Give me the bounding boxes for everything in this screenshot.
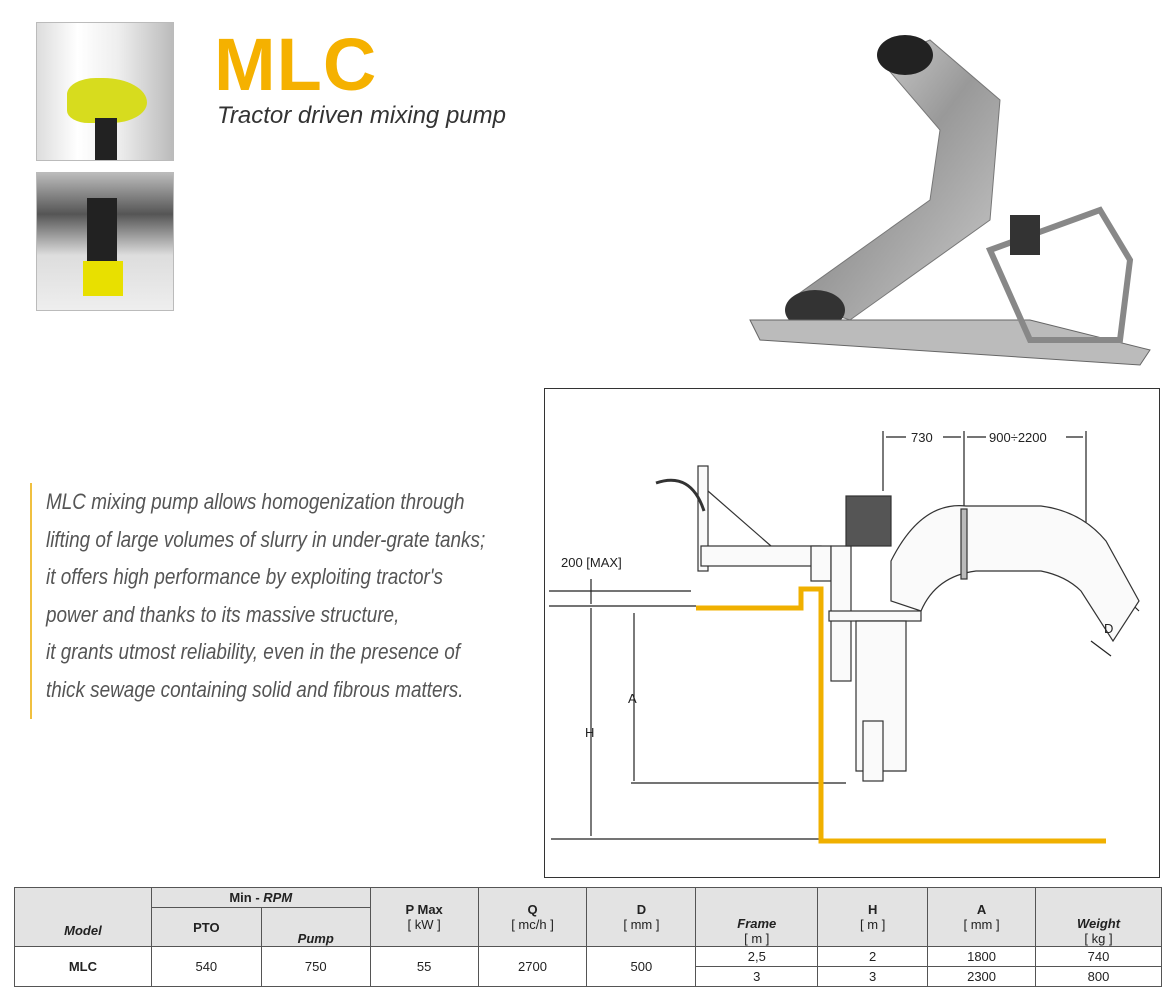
dim-d-label: D: [1104, 621, 1113, 636]
col-a: A[ mm ]: [927, 887, 1037, 947]
dim-a-label: A: [628, 691, 637, 706]
d-unit: [ mm ]: [623, 917, 660, 932]
col-pto: PTO: [150, 907, 262, 947]
col-h: H[ m ]: [817, 887, 929, 947]
description-line: thick sewage containing solid and fibrou…: [46, 676, 464, 702]
dim-730-label: 730: [911, 430, 933, 445]
page-title: MLC: [214, 23, 378, 106]
frame-unit: [ m ]: [744, 931, 770, 946]
cell-weight: 800: [1035, 966, 1162, 987]
dim-200-label: 200 [MAX]: [561, 555, 622, 570]
cell-q: 2700: [477, 946, 588, 987]
product-description: MLC mixing pump allows homogenization th…: [30, 483, 557, 719]
table-row: MLC 540 750 55 2700 500 2,5 2 1800 740: [14, 946, 1162, 987]
cell-h: 2: [817, 946, 929, 967]
cell-pmax: 55: [369, 946, 479, 987]
machine-drawing: [655, 465, 1140, 782]
tank-wall-line: [696, 586, 1106, 844]
cell-model: MLC: [14, 946, 152, 987]
col-q: Q[ mc/h ]: [477, 887, 588, 947]
dimension-diagram: 200 [MAX] 730 900÷2200 A H D: [544, 388, 1160, 878]
d-label: D: [636, 902, 647, 917]
cell-frame: 2,5: [695, 946, 819, 967]
col-weight: Weight[ kg ]: [1035, 887, 1162, 947]
q-label: Q: [527, 902, 538, 917]
cell-weight: 740: [1035, 946, 1162, 967]
mixer-impeller-photo: [36, 22, 174, 161]
cell-pto: 540: [150, 946, 262, 987]
col-frame: Frame[ m ]: [695, 887, 819, 947]
cell-a: 1800: [927, 946, 1037, 967]
description-line: it grants utmost reliability, even in th…: [46, 639, 460, 664]
cell-pump: 750: [260, 946, 371, 987]
col-pump: Pump: [260, 907, 371, 947]
product-photo: [749, 35, 1151, 366]
mixer-shaft-photo: [36, 172, 174, 311]
specifications-table: Model Min - RPM P Max[ kW ] Q[ mc/h ] D[…: [14, 887, 1162, 987]
frame-label: Frame: [737, 916, 777, 931]
table-row: 3 3 2300 800: [15, 966, 1162, 987]
h-label: H: [867, 902, 878, 917]
col-d: D[ mm ]: [586, 887, 697, 947]
a-unit: [ mm ]: [963, 917, 1000, 932]
min-label: Min -: [229, 890, 260, 905]
cell-a: 2300: [927, 966, 1037, 987]
description-line: MLC mixing pump allows homogenization th…: [46, 489, 465, 514]
pmax-unit: [ kW ]: [407, 917, 441, 932]
weight-unit: [ kg ]: [1084, 931, 1113, 946]
h-unit: [ m ]: [860, 917, 886, 932]
description-line: it offers high performance by exploiting…: [46, 564, 443, 589]
rpm-label: RPM: [263, 890, 293, 905]
cell-h: 3: [817, 966, 929, 987]
col-pmax: P Max[ kW ]: [369, 887, 479, 947]
col-min-rpm: Min - RPM: [150, 887, 371, 908]
a-label: A: [976, 902, 987, 917]
col-model: Model: [14, 887, 152, 947]
q-unit: [ mc/h ]: [511, 917, 554, 932]
dim-range-label: 900÷2200: [989, 430, 1047, 445]
weight-label: Weight: [1076, 916, 1121, 931]
description-line: lifting of large volumes of slurry in un…: [46, 526, 486, 552]
dim-h-label: H: [585, 725, 594, 740]
pmax-label: P Max: [405, 902, 443, 917]
description-line: power and thanks to its massive structur…: [46, 601, 400, 627]
cell-frame: 3: [695, 966, 819, 987]
page-subtitle: Tractor driven mixing pump: [217, 102, 506, 129]
cell-d: 500: [586, 946, 697, 987]
